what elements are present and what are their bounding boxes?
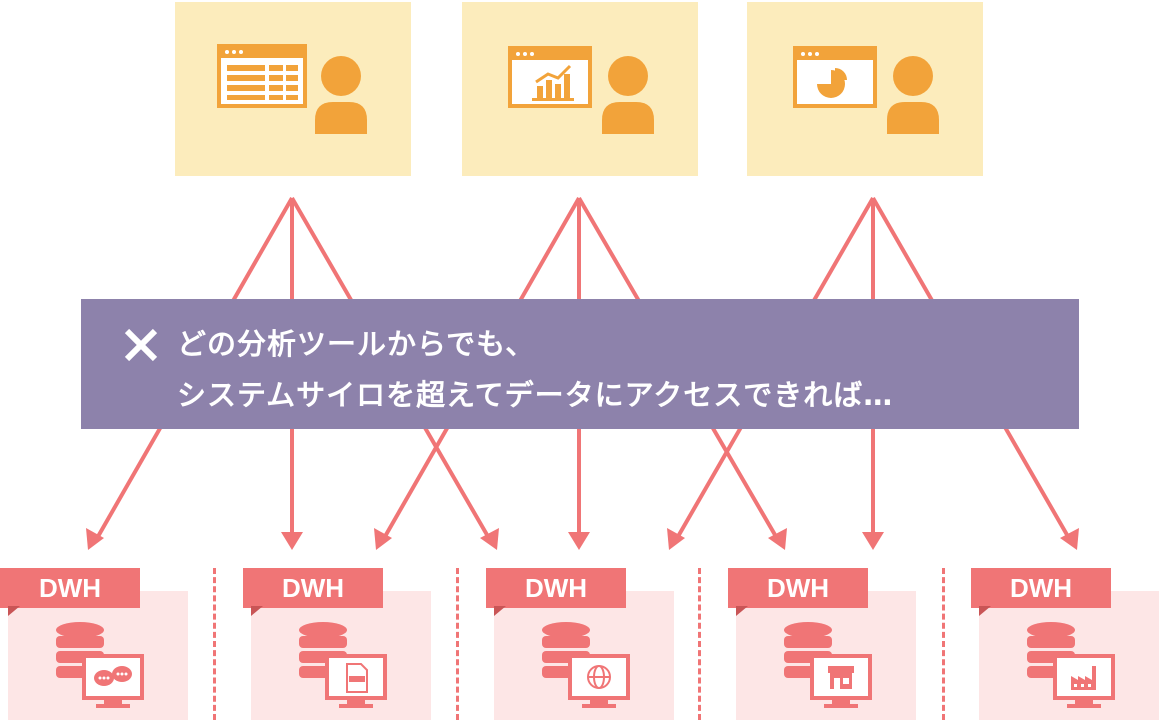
factory-icon: [1027, 622, 1115, 708]
arrow-head: [568, 532, 590, 550]
dwh-tag: DWH: [971, 568, 1111, 608]
banner-line-1: どの分析ツールからでも、: [177, 327, 536, 361]
dwh-tag-folds: [8, 606, 991, 616]
arrow-head: [768, 528, 787, 550]
message-banner: どの分析ツールからでも、 システムサイロを超えてデータにアクセスできれば…: [81, 299, 1079, 429]
storefront-icon: [784, 622, 872, 708]
arrow-head: [374, 528, 392, 550]
dwh-tag: DWH: [243, 568, 383, 608]
dwh-tag: DWH: [0, 568, 140, 608]
bar-chart-window-icon: [508, 46, 654, 134]
banner-line-2: システムサイロを超えてデータにアクセスできれば…: [177, 378, 894, 412]
arrow-heads: [86, 528, 1079, 550]
cross-mark-icon: [124, 328, 158, 362]
tool-box-table: [175, 2, 411, 176]
pie-chart-window-icon: [793, 46, 939, 134]
dwh-tag: DWH: [486, 568, 626, 608]
globe-icon: [542, 622, 630, 708]
arrow-head: [1060, 528, 1079, 550]
arrow-head: [86, 528, 104, 550]
dwh-divider: [456, 568, 459, 720]
dwh-divider: [213, 568, 216, 720]
dwh-tag: DWH: [728, 568, 868, 608]
dwh-divider: [698, 568, 701, 720]
arrow-head: [281, 532, 303, 550]
chat-bubbles-icon: [56, 622, 144, 708]
tool-box-pie-chart: [747, 2, 983, 176]
dwh-divider: [942, 568, 945, 720]
table-window-icon: [217, 44, 367, 134]
arrow-head: [667, 528, 685, 550]
tool-box-bar-chart: [462, 2, 698, 176]
arrow-head: [862, 532, 884, 550]
arrow-head: [480, 528, 499, 550]
xml-document-icon: [299, 622, 387, 708]
